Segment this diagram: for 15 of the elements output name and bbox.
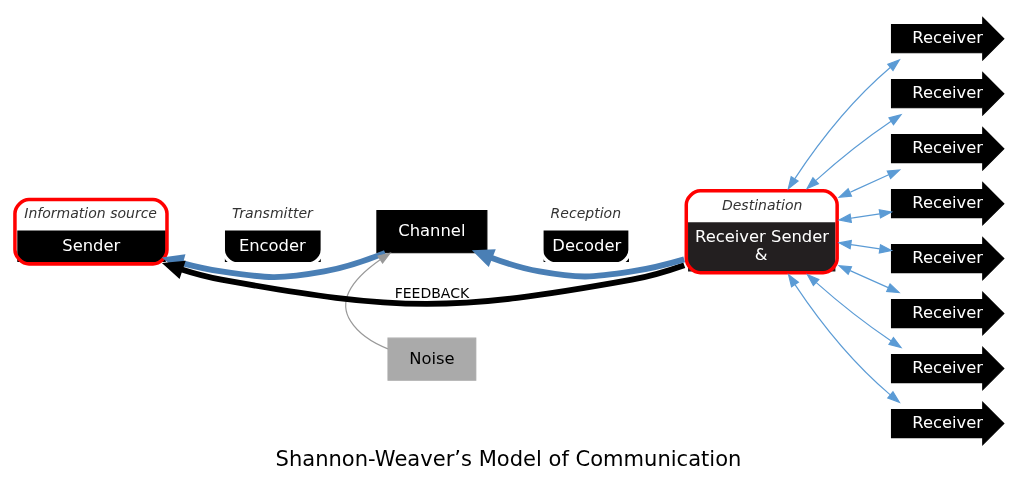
- arrow: [345, 252, 392, 350]
- arrow: [787, 273, 901, 404]
- arrow: [837, 265, 901, 294]
- arrow: [471, 249, 685, 280]
- arrow: [837, 209, 894, 224]
- arrow: [787, 58, 901, 191]
- arrow: [805, 113, 903, 190]
- arrow: [837, 169, 902, 198]
- diagram-title: Shannon-Weaver’s Model of Communication: [275, 446, 742, 472]
- arrow: [161, 260, 686, 307]
- node-box: Noise: [387, 337, 477, 381]
- arrow: [837, 239, 894, 254]
- node-box: Channel: [376, 210, 488, 254]
- edge-label: FEEDBACK: [394, 284, 470, 301]
- arrow: [806, 273, 903, 349]
